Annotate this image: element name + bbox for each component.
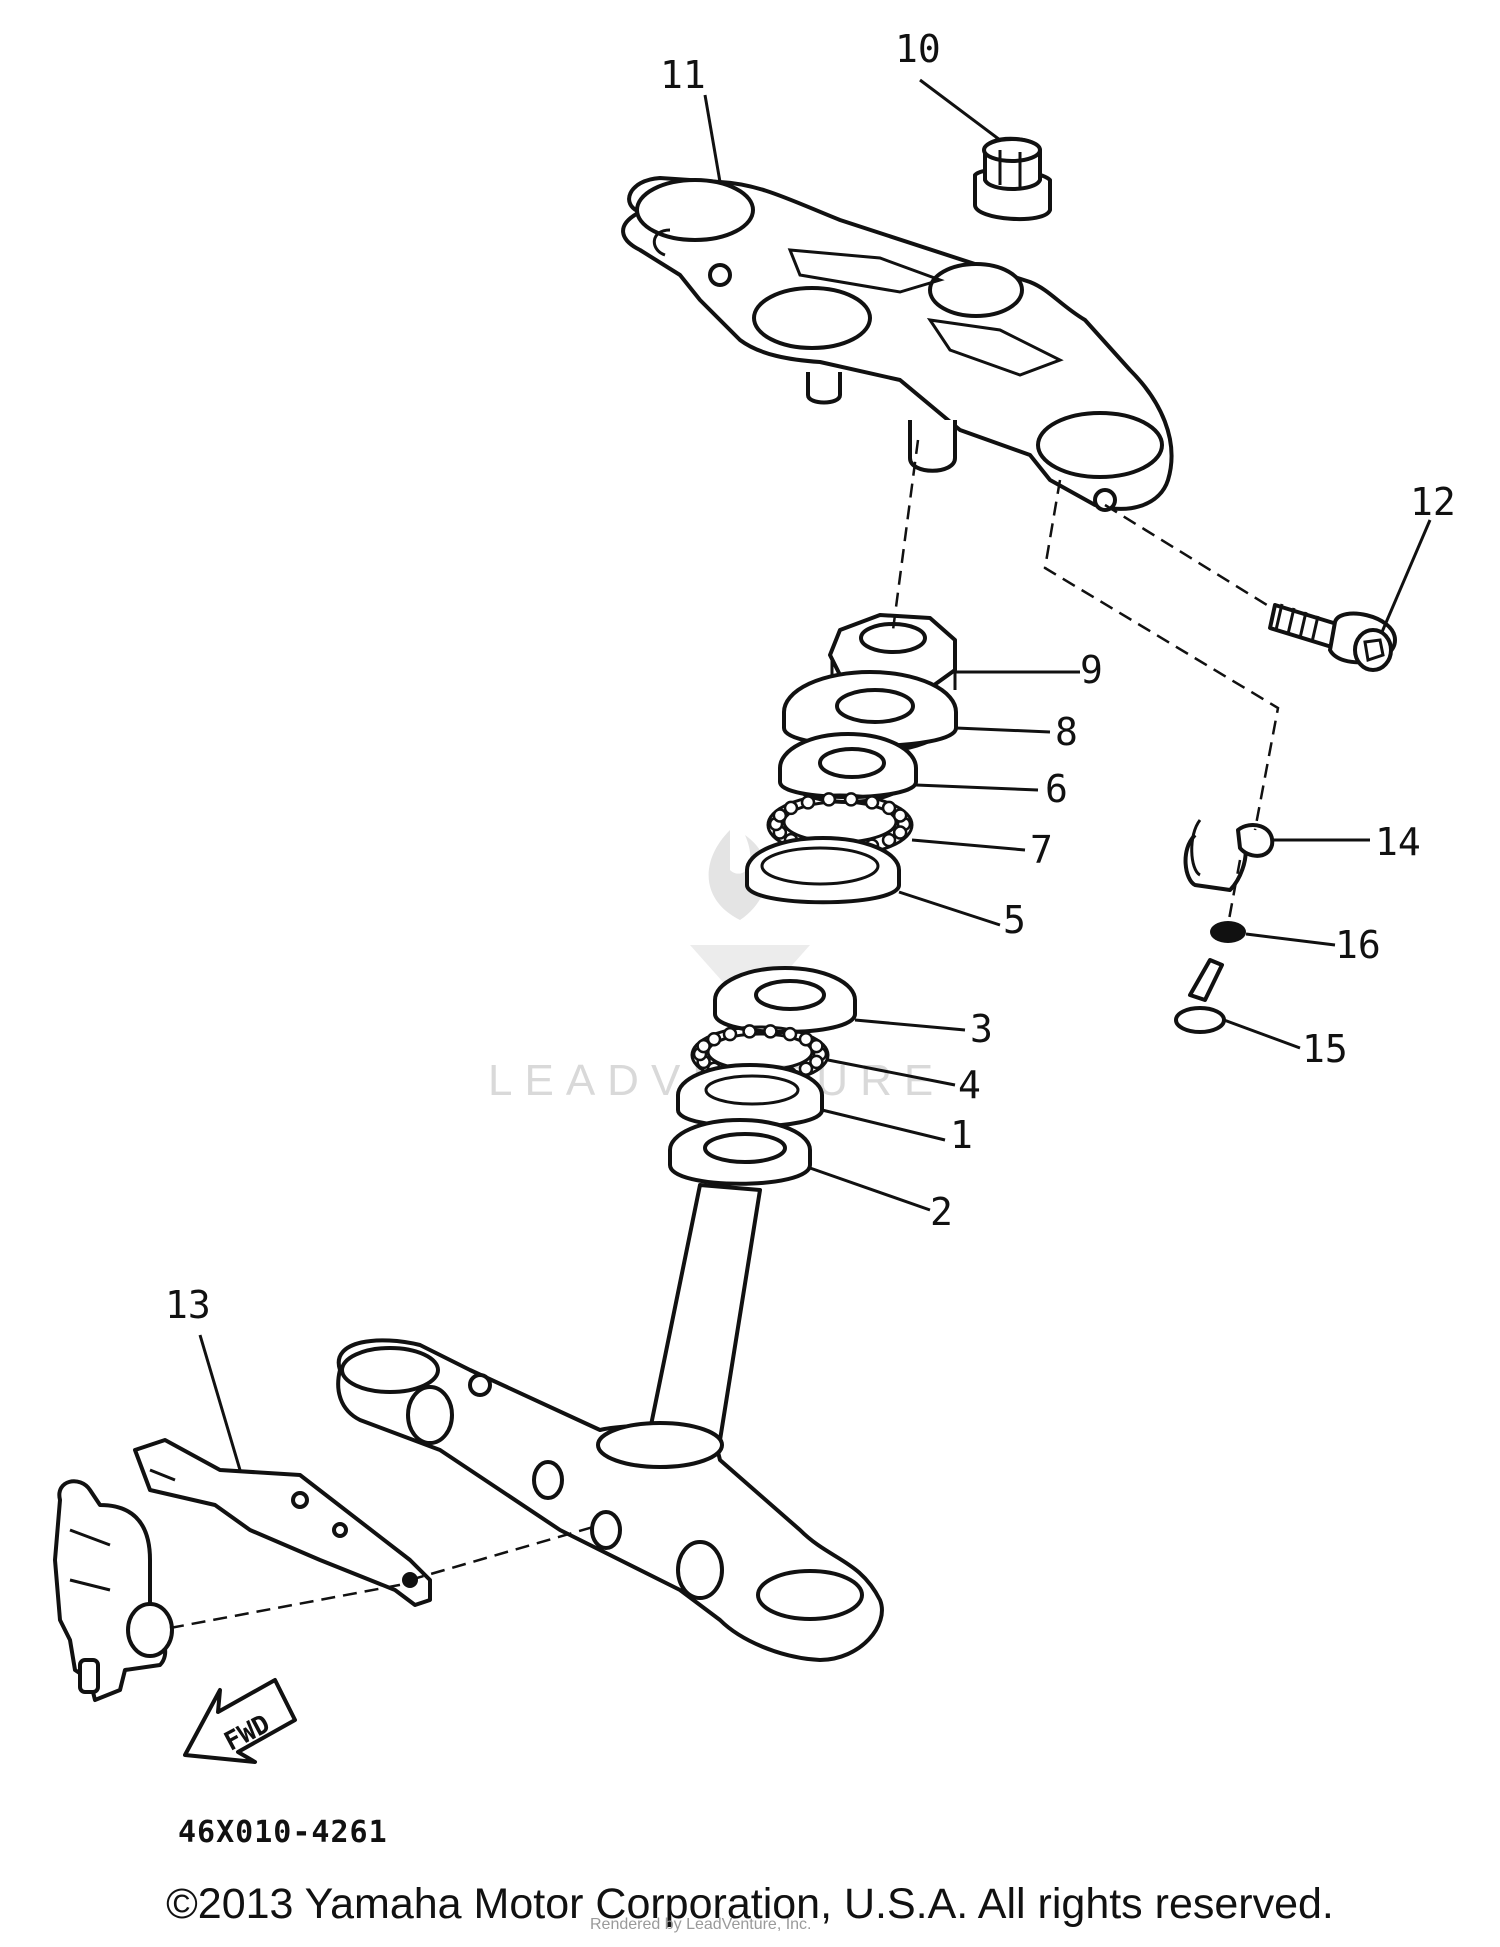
- callout-13: 13: [165, 1283, 211, 1327]
- steering-lock: [53, 1479, 174, 1702]
- part-6-bearing-race: [778, 732, 918, 804]
- callout-12: 12: [1410, 480, 1456, 524]
- callout-15: 15: [1302, 1027, 1348, 1071]
- callout-10: 10: [895, 27, 941, 71]
- fwd-arrow: FWD: [183, 1678, 297, 1764]
- part-8-washer: [782, 670, 958, 754]
- steering-stem-under-bracket: [336, 1183, 884, 1662]
- bearing-ball: [706, 1031, 722, 1047]
- callout-3: 3: [970, 1007, 993, 1051]
- bearing-ball: [800, 795, 816, 810]
- callout-11: 11: [660, 53, 706, 97]
- part-11-upper-bracket: [621, 176, 1174, 512]
- part-13-bracket: [133, 1438, 432, 1607]
- part-2-dust-seal: [668, 1118, 812, 1186]
- bearing-ball: [722, 1026, 738, 1042]
- bearing-ball: [821, 792, 837, 807]
- callout-16: 16: [1335, 923, 1381, 967]
- callout-1: 1: [950, 1113, 973, 1157]
- bearing-ball: [696, 1038, 711, 1054]
- bearing-ball: [881, 832, 897, 848]
- bearing-ball: [892, 825, 908, 840]
- bearing-ball: [864, 795, 880, 810]
- part-5-race: [745, 836, 901, 905]
- part-15-screw: [1174, 958, 1226, 1034]
- bearing-ball: [772, 808, 788, 823]
- bearing-ball: [782, 1026, 798, 1042]
- part-14-clamp: [1183, 819, 1275, 892]
- bearing-ball: [892, 808, 908, 823]
- callouts: 11 10 12 9 8 6 7 5 3 4 1 2 13 14 16 15: [165, 27, 1456, 1327]
- bearing-ball: [783, 800, 799, 816]
- diagram-reference-code: 46X010-4261: [178, 1815, 388, 1850]
- callout-4: 4: [958, 1063, 981, 1107]
- bearing-ball: [742, 1024, 757, 1039]
- bearing-ball: [809, 1054, 824, 1070]
- part-3-race: [713, 966, 857, 1034]
- rendered-by-note: Rendered by LeadVenture, Inc.: [590, 1916, 812, 1933]
- leader-lines: [198, 78, 1432, 1471]
- callout-7: 7: [1030, 828, 1053, 872]
- assembly-lines: [169, 439, 1280, 1630]
- callout-14: 14: [1375, 820, 1421, 864]
- part-1-race: [676, 1063, 824, 1129]
- part-12-pinch-bolt: [1268, 603, 1397, 672]
- callout-8: 8: [1055, 710, 1078, 754]
- callout-2: 2: [930, 1190, 953, 1234]
- bearing-ball: [843, 792, 859, 807]
- bearing-ball: [881, 800, 897, 816]
- copyright-notice: ©2013 Yamaha Motor Corporation, U.S.A. A…: [166, 1880, 1334, 1928]
- part-10-stem-nut: [973, 136, 1052, 221]
- bearing-ball: [763, 1024, 778, 1039]
- callout-9: 9: [1080, 648, 1103, 692]
- bearing-ball: [798, 1031, 814, 1047]
- part-16-nut: [1210, 921, 1246, 943]
- callout-6: 6: [1045, 767, 1068, 811]
- callout-5: 5: [1003, 898, 1026, 942]
- bearing-ball: [809, 1038, 824, 1054]
